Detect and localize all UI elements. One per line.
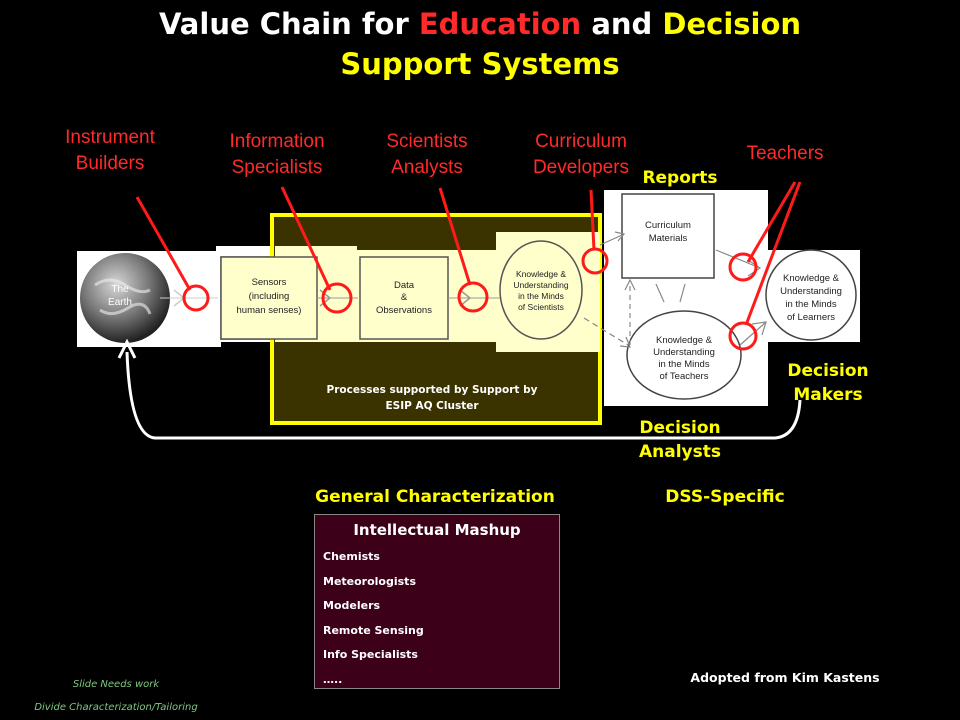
list-item: Modelers [323,599,381,612]
data-box [359,256,449,340]
teachers-knowledge-ellipse [626,310,742,400]
learners-knowledge-circle [765,249,857,341]
svg-text:Understanding: Understanding [513,280,569,290]
data-text-1: Data [394,280,415,291]
mashup-title: Intellectual Mashup [353,521,521,539]
list-item: Meteorologists [323,574,416,588]
intellectual-mashup-box: Intellectual Mashup Chemists Meteorologi… [314,514,560,689]
list-item: ….. [323,672,343,686]
feedback-loop-arrow [125,351,802,440]
footnote-2: Divide Characterization/Tailoring [34,702,198,713]
svg-text:Knowledge &: Knowledge & [783,273,840,284]
svg-text:Knowledge &: Knowledge & [656,335,713,346]
general-characterization-label: General Characterization [315,487,555,507]
list-item: Remote Sensing [323,623,424,637]
svg-text:Materials: Materials [649,233,688,244]
list-item: Info Specialists [323,648,418,661]
scientists-knowledge-ellipse [499,240,583,340]
svg-text:in the Minds: in the Minds [518,291,564,301]
credit-text: Adopted from Kim Kastens [690,670,880,685]
role-pointers [135,181,802,351]
data-text-2: & [401,292,408,303]
role-teachers: Teachers [746,143,824,164]
data-text-3: Observations [376,305,432,316]
esip-caption-1: Processes supported by Support by [327,384,538,396]
footnote-1: Slide Needs work [72,679,160,690]
page-title-line1: Value Chain for Education and Decision [158,7,802,41]
svg-text:in the Minds: in the Minds [785,299,836,310]
earth-globe [80,253,170,343]
reports-label: Reports [642,168,718,188]
title-education: Education [418,7,582,41]
earth-label-2: Earth [108,297,132,308]
svg-text:of Learners: of Learners [787,312,835,323]
dss-specific-label: DSS-Specific [665,487,785,507]
svg-text:Knowledge &: Knowledge & [516,269,566,279]
page-title-line2: Support Systems [340,47,620,81]
earth-label-1: The [111,284,129,295]
svg-text:(including: (including [249,291,290,302]
svg-text:of Scientists: of Scientists [518,302,564,312]
svg-text:in the Minds: in the Minds [658,359,709,370]
svg-text:Sensors: Sensors [252,277,287,288]
svg-text:of Teachers: of Teachers [660,371,709,382]
svg-text:human senses): human senses) [237,305,302,316]
esip-caption-2: ESIP AQ Cluster [385,400,479,412]
svg-text:Understanding: Understanding [780,286,842,297]
svg-text:Curriculum: Curriculum [645,220,691,231]
title-decision: Decision [662,7,802,41]
list-item: Chemists [323,550,380,563]
svg-text:Understanding: Understanding [653,347,715,358]
curriculum-materials-box [621,193,715,279]
mashup-list: Chemists Meteorologists Modelers Remote … [323,545,559,692]
